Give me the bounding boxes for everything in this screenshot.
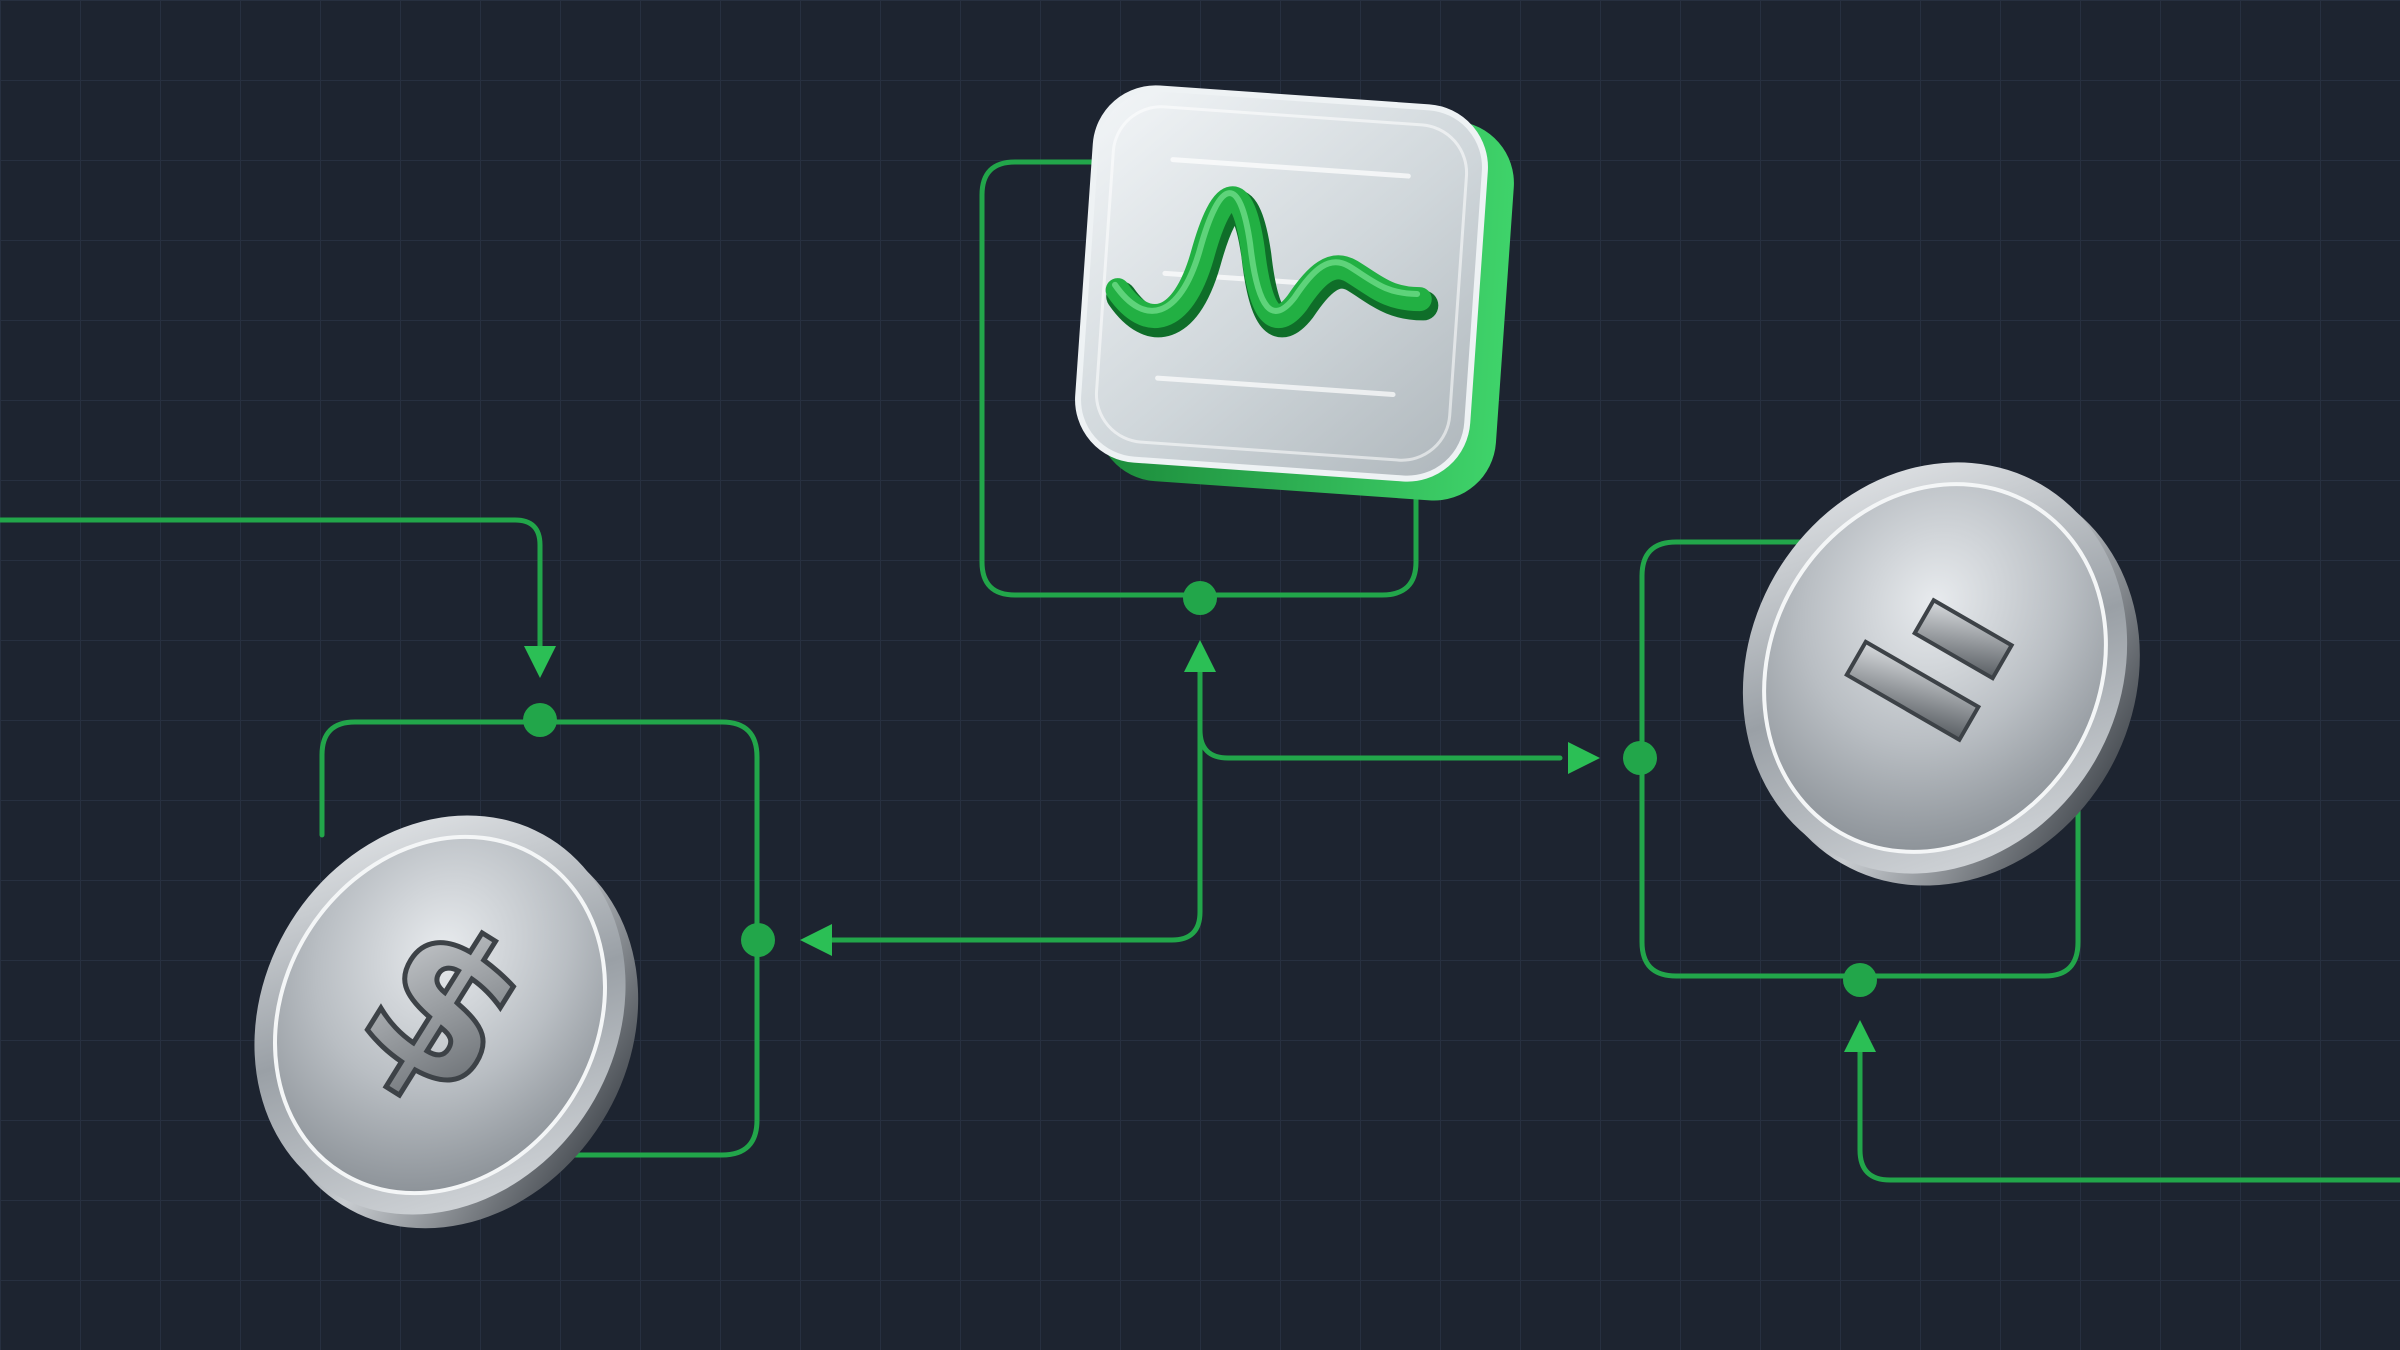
- connector-analytics-to-coin2: [1197, 727, 1563, 761]
- connector-left-inbound: [0, 517, 543, 668]
- junction-dot-coin2-left: [1623, 741, 1657, 775]
- junction-dot-coin2-bottom: [1843, 963, 1877, 997]
- arrow-right-into-coin2: [1568, 742, 1600, 774]
- arrow-left-into-dollar: [800, 924, 832, 956]
- arrow-down-into-dollar-loop: [524, 646, 556, 678]
- junction-dot-analytics-bottom: [1183, 581, 1217, 615]
- connector-analytics-to-dollar: [827, 669, 1203, 943]
- two-bars-icon: [1844, 597, 2015, 743]
- connector-right-inbound: [1857, 1049, 2400, 1183]
- dollar-coin-node: $: [254, 815, 639, 1229]
- junction-dot-dollar-top: [523, 703, 557, 737]
- junction-dot-dollar-right: [741, 923, 775, 957]
- connector-dollar-loop: [319, 719, 760, 1158]
- connector-coin2-loop: [1639, 539, 2081, 979]
- waveform-chart-icon: [1105, 186, 1439, 338]
- coin2-node: [1742, 462, 2140, 886]
- arrow-up-into-analytics: [1184, 640, 1216, 672]
- arrow-up-into-coin2-loop: [1844, 1020, 1876, 1052]
- analytics-node: [1075, 85, 1514, 501]
- connector-analytics-loop: [979, 159, 1419, 598]
